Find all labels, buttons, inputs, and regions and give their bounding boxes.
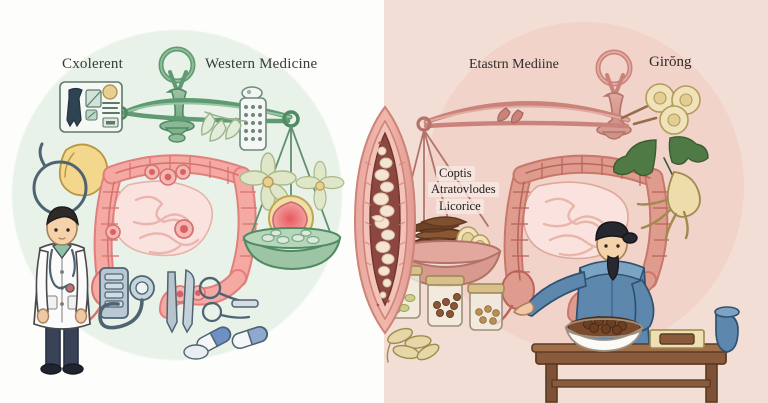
blister-pack (239, 86, 267, 151)
dried-seed-pods (386, 327, 440, 363)
label-western-medicine: Western Medicine (205, 56, 318, 72)
western-artwork (32, 46, 345, 375)
forceps-instruments (198, 276, 259, 323)
wooden-table (531, 343, 731, 403)
herb-label-coptis: Coptis (436, 166, 475, 181)
eastern-medicine-panel: Etastrn Mediine Girŏng Coptis Atratovlod… (384, 0, 768, 403)
herb-label-atratovlodes: Atratovlodes (428, 182, 499, 197)
eastern-herb-pan (390, 129, 502, 288)
leafy-sprig (200, 111, 247, 142)
herb-label-licorice: Licorice (436, 199, 484, 214)
eastern-artwork (386, 49, 740, 403)
intestinal-cross-section (353, 105, 417, 335)
label-cxolerent: Cxolerent (62, 56, 123, 72)
capsule-pills (183, 326, 269, 360)
herb-slice-cluster (620, 83, 701, 135)
ceramic-jar (714, 306, 740, 353)
label-girong: Girŏng (649, 54, 692, 70)
scalpel-instruments (166, 268, 195, 334)
instrument-info-card (59, 81, 123, 133)
western-medicine-panel: Cxolerent Western Medicine (12, 30, 345, 375)
western-scale-pan-group (239, 125, 345, 271)
ink-stone (649, 329, 705, 349)
doctor-figure (33, 206, 91, 375)
blood-pressure-monitor (98, 267, 155, 330)
herb-bowl (564, 316, 644, 352)
label-eastern-medicine: Etastrn Mediine (469, 57, 559, 72)
stethoscope-organ-group (32, 142, 109, 216)
ginseng-root (613, 136, 709, 242)
